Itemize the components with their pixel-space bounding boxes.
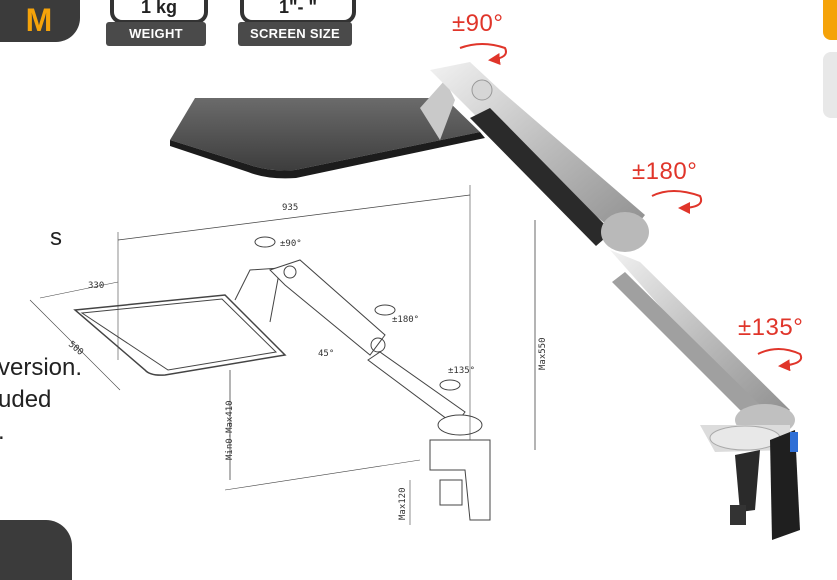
rotate-90-arrow-icon bbox=[459, 43, 507, 65]
dim-width: 935 bbox=[282, 203, 298, 213]
screen-size-spec-box: 1"- " bbox=[240, 0, 356, 24]
angle-label-middle: ±180° bbox=[632, 158, 698, 185]
dim-rot-top: ±90° bbox=[280, 239, 302, 249]
dim-tray-depth: 500 bbox=[66, 340, 85, 358]
angle-label-top: ±90° bbox=[452, 10, 504, 37]
badge-text: M bbox=[25, 2, 53, 38]
weight-label: WEIGHT bbox=[106, 22, 206, 46]
weight-value: 1 kg bbox=[140, 0, 178, 17]
rotate-180-arrow-icon bbox=[651, 190, 702, 214]
dim-tray-height: Min0-Max410 bbox=[225, 400, 235, 460]
dim-max-height: Max550 bbox=[538, 337, 548, 370]
dim-tray-width: 330 bbox=[88, 281, 104, 291]
rotate-135-arrow-icon bbox=[757, 348, 802, 372]
left-text-line-3: uded bbox=[0, 386, 52, 413]
screen-size-value: 1"- " bbox=[278, 0, 318, 17]
dim-rot-low: ±135° bbox=[448, 366, 475, 376]
brand-badge: M bbox=[0, 0, 80, 42]
monitor-arm-illustration: 935 330 500 Max550 Min0-Max410 Max120 ±9… bbox=[29, 43, 802, 540]
dim-rot-mid: ±180° bbox=[392, 315, 419, 325]
dim-tilt: 45° bbox=[318, 349, 334, 359]
dim-clamp: Max120 bbox=[398, 487, 408, 520]
photo-arm bbox=[170, 62, 800, 540]
right-accent-tab bbox=[823, 0, 837, 40]
angle-label-bottom: ±135° bbox=[738, 314, 804, 341]
right-grey-tab bbox=[823, 52, 837, 118]
technical-drawing bbox=[29, 185, 536, 525]
left-text-line-2: version. bbox=[0, 354, 83, 381]
left-text-line-1: s bbox=[50, 224, 62, 251]
screen-size-label: SCREEN SIZE bbox=[238, 22, 352, 46]
left-text-line-4: . bbox=[0, 416, 5, 448]
